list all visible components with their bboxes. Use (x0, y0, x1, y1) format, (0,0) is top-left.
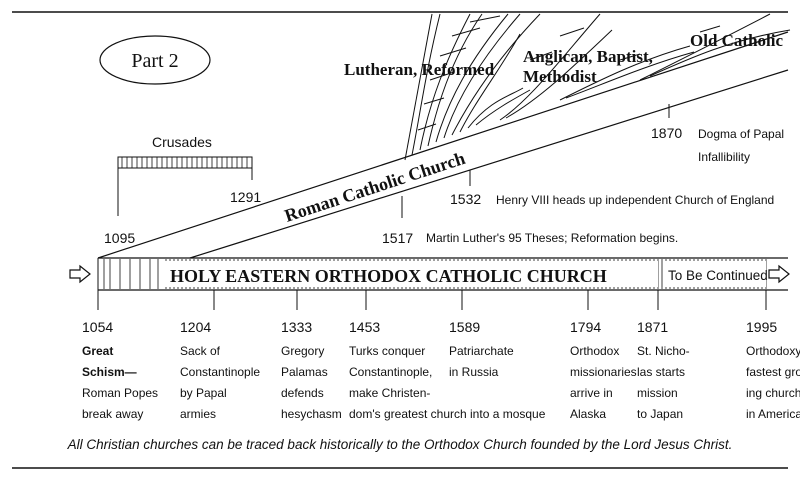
crusades-bracket: Crusades 1291 1095 (104, 134, 261, 246)
crusades-label: Crusades (152, 134, 212, 150)
timeline-year-1453: 1453 (349, 319, 380, 335)
timeline-text-1054-1: Great (82, 344, 113, 358)
timeline-text-1995-2: fastest grow- (746, 365, 800, 379)
event-1517-text: Martin Luther's 95 Theses; Reformation b… (426, 231, 678, 245)
left-arrow-icon (69, 264, 91, 284)
event-1870-text2: Infallibility (698, 150, 750, 164)
timeline-text-1453-3: make Christen- (349, 386, 430, 400)
timeline-text-1794-3: arrive in (570, 386, 613, 400)
timeline-text-1204-4: armies (180, 407, 216, 421)
timeline-year-1589: 1589 (449, 319, 480, 335)
timeline-text-1871-2: las starts (637, 365, 685, 379)
timeline-text-1871-1: St. Nicho- (637, 344, 690, 358)
crusades-end-year: 1291 (230, 189, 261, 205)
event-1517-year: 1517 (382, 230, 413, 246)
timeline-text-1995-4: in America (746, 407, 800, 421)
timeline-text-1054-2: Schism— (82, 365, 137, 379)
timeline-text-1333-4: hesychasm (281, 407, 342, 421)
to-be-continued-label: To Be Continued (668, 268, 768, 283)
timeline-year-1333: 1333 (281, 319, 312, 335)
footer-note: All Christian churches can be traced bac… (67, 437, 733, 452)
timeline-text-1054-3: Roman Popes (82, 386, 158, 400)
branch-label-anglican-2: Methodist (523, 67, 597, 86)
timeline-text-1871-4: to Japan (637, 407, 683, 421)
branch-hatching (404, 13, 791, 161)
timeline-text-1204-1: Sack of (180, 344, 221, 358)
timeline-text-1054-4: break away (82, 407, 143, 421)
timeline-year-1204: 1204 (180, 319, 211, 335)
timeline-text-1794-1: Orthodox (570, 344, 619, 358)
event-1532-text: Henry VIII heads up independent Church o… (496, 193, 774, 207)
event-1870-text: Dogma of Papal (698, 127, 784, 141)
timeline-text-1333-2: Palamas (281, 365, 328, 379)
part-label: Part 2 (131, 50, 178, 72)
branch-tick-marks (417, 15, 721, 131)
branch-label-old-catholic: Old Catholic (690, 31, 783, 50)
timeline-text-1333-3: defends (281, 386, 324, 400)
branch-label-lutheran: Lutheran, Reformed (344, 60, 495, 79)
event-1532-year: 1532 (450, 191, 481, 207)
branch-label-anglican-1: Anglican, Baptist, (523, 47, 653, 66)
timeline-year-1871: 1871 (637, 319, 668, 335)
timeline-year-1054: 1054 (82, 319, 113, 335)
event-1870-year: 1870 (651, 125, 682, 141)
crusades-start-year: 1095 (104, 230, 135, 246)
timeline-text-1995-1: Orthodoxy is (746, 344, 800, 358)
part-label-oval: Part 2 (99, 35, 211, 85)
timeline-text-1204-2: Constantinople (180, 365, 260, 379)
timeline-text-1453-2: Constantinople, (349, 365, 432, 379)
timeline-text-1589-2: in Russia (449, 365, 499, 379)
timeline-text-1204-3: by Papal (180, 386, 227, 400)
timeline-text-1871-3: mission (637, 386, 678, 400)
roman-catholic-label: Roman Catholic Church (282, 148, 467, 226)
orthodox-band-label: HOLY EASTERN ORTHODOX CATHOLIC CHURCH (170, 266, 607, 286)
timeline-text-1333-1: Gregory (281, 344, 324, 358)
timeline-year-1794: 1794 (570, 319, 601, 335)
right-arrow-icon (768, 264, 790, 284)
orthodox-band: HOLY EASTERN ORTHODOX CATHOLIC CHURCH To… (97, 257, 788, 291)
timeline-text-1794-4: Alaska (570, 407, 606, 421)
timeline-text-1453-1: Turks conquer (349, 344, 425, 358)
timeline-text-1589-1: Patriarchate (449, 344, 514, 358)
timeline-text-1995-3: ing church (746, 386, 800, 400)
timeline-text-1453-4: dom's greatest church into a mosque (349, 407, 546, 421)
timeline-text-1794-2: missionaries (570, 365, 637, 379)
timeline-year-1995: 1995 (746, 319, 777, 335)
